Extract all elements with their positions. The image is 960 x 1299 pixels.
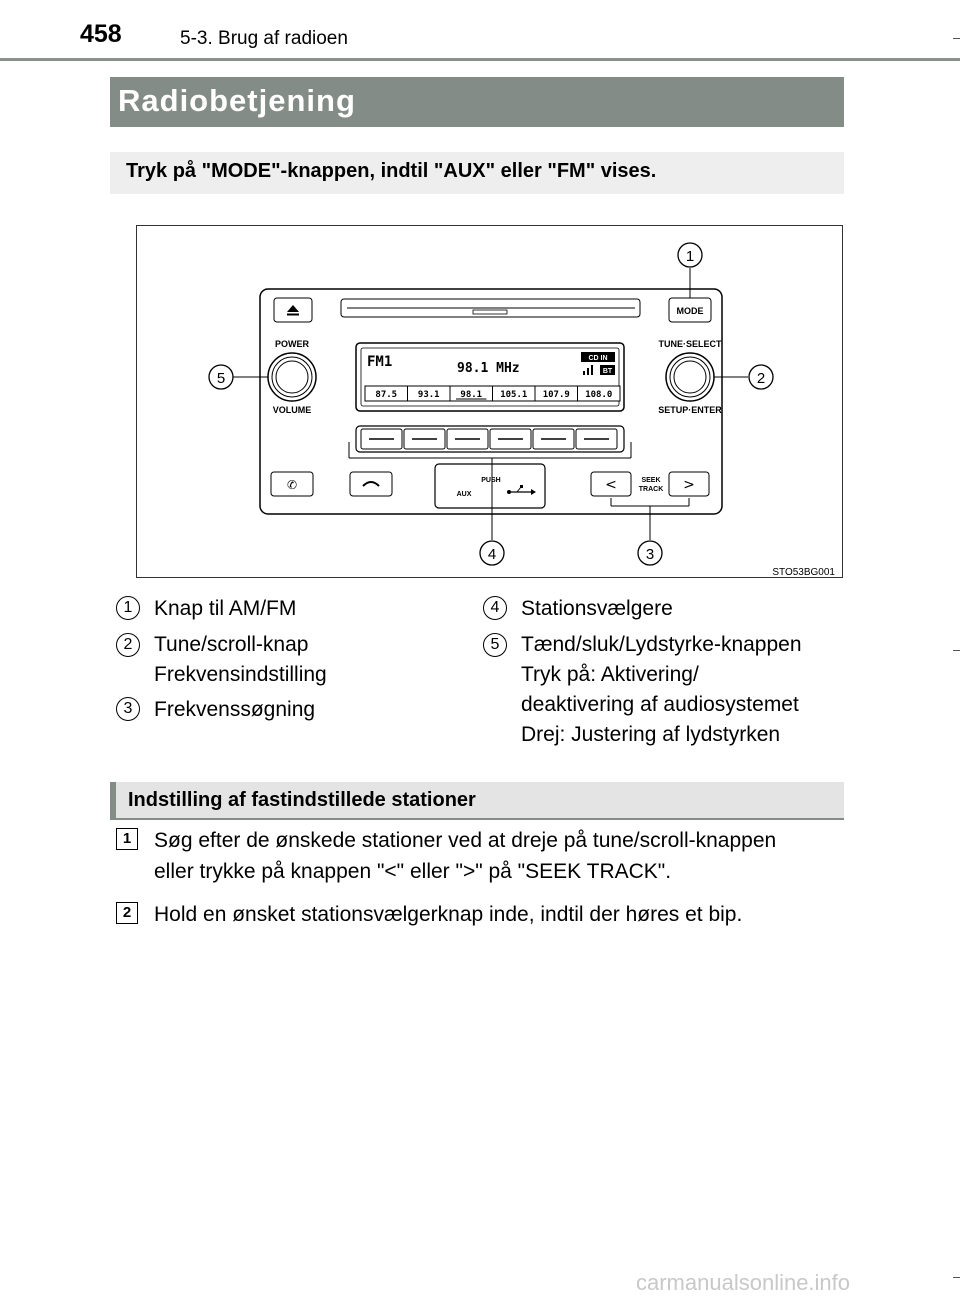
callout-5: 5 xyxy=(208,364,234,390)
preset-frequency: 87.5 xyxy=(375,390,397,400)
callout-2: 2 xyxy=(748,364,774,390)
step-text: Søg efter de ønskede stationer ved at dr… xyxy=(154,829,777,883)
subsection-title: Indstilling af fastindstillede stationer xyxy=(128,789,476,811)
instruction-box: Tryk på "MODE"-knappen, indtil "AUX" ell… xyxy=(110,152,844,194)
subsection-rule xyxy=(110,818,844,820)
volume-label: VOLUME xyxy=(273,405,312,415)
legend-text: Knap til AM/FM xyxy=(154,597,297,620)
step-number: 2 xyxy=(116,902,138,924)
cd-in-indicator xyxy=(581,352,615,362)
legend-text: Tænd/sluk/Lydstyrke-knappen Tryk på: Akt… xyxy=(521,633,802,746)
usb-icon xyxy=(507,485,536,495)
edge-tick xyxy=(953,38,960,39)
presets-row: 87.5 93.1 98.1 105.1 107.9 108.0 xyxy=(364,385,621,402)
section-title-bar: Radiobetjening xyxy=(110,77,844,127)
legend-text: Frekvenssøgning xyxy=(154,698,316,721)
svg-text:4: 4 xyxy=(488,546,496,563)
preset-frequency: 93.1 xyxy=(418,390,440,400)
legend-text: Stationsvælgere xyxy=(521,597,673,620)
step-text: Hold en ønsket stationsvælgerknap inde, … xyxy=(154,903,743,926)
push-label: PUSH xyxy=(481,477,500,484)
seek-label: SEEK xyxy=(641,477,660,484)
bt-label: BT xyxy=(603,368,613,375)
phone-icon: ✆ xyxy=(287,478,297,492)
svg-text:3: 3 xyxy=(646,546,654,563)
legend-num: 3 xyxy=(116,697,140,721)
svg-text:1: 1 xyxy=(686,248,694,265)
legend-num: 1 xyxy=(116,596,140,620)
track-label: TRACK xyxy=(639,486,664,493)
preset-frequency: 98.1 xyxy=(460,390,482,400)
aux-label: AUX xyxy=(457,491,472,498)
seek-forward-button xyxy=(668,471,710,497)
legend-num: 2 xyxy=(116,633,140,657)
preset-frequency: 108.0 xyxy=(585,390,612,400)
phone-button xyxy=(270,471,314,497)
figure-code: STO53BG001 xyxy=(772,567,835,578)
preset-cell xyxy=(577,385,621,402)
chevron-left-icon: < xyxy=(605,477,617,493)
edge-tick xyxy=(953,1277,960,1278)
aux-usb-port xyxy=(434,463,546,509)
svg-text:2: 2 xyxy=(757,370,765,387)
setup-enter-label: SETUP·ENTER xyxy=(658,405,722,415)
bt-indicator xyxy=(600,365,615,375)
callout-1: 1 xyxy=(677,242,703,268)
callout-4: 4 xyxy=(479,540,505,566)
seek-back-button xyxy=(590,471,632,497)
watermark: carmanualsonline.info xyxy=(636,1270,851,1295)
display-band: FM1 xyxy=(367,354,392,370)
svg-text:5: 5 xyxy=(217,370,225,387)
edge-tick xyxy=(953,650,960,651)
mode-label: MODE xyxy=(677,306,704,316)
page-number: 458 xyxy=(80,20,122,48)
instruction-text: Tryk på "MODE"-knappen, indtil "AUX" ell… xyxy=(126,160,657,182)
callout-3: 3 xyxy=(637,540,663,566)
eject-icon xyxy=(287,305,299,312)
header-rule xyxy=(0,58,960,61)
radio-illustration: MODE POWER VOLUME TUNE·SELECT SETUP·ENTE… xyxy=(208,242,835,578)
legend-num: 5 xyxy=(483,633,507,657)
hang-up-button xyxy=(349,471,393,497)
hang-up-icon xyxy=(362,481,380,487)
chapter-title: 5-3. Brug af radioen xyxy=(180,28,348,49)
step-number: 1 xyxy=(116,828,138,850)
preset-frequency: 107.9 xyxy=(543,390,570,400)
chevron-right-icon: > xyxy=(683,477,695,493)
preset-frequency: 105.1 xyxy=(500,390,527,400)
power-label: POWER xyxy=(275,339,310,349)
subsection-title-bar: Indstilling af fastindstillede stationer xyxy=(110,782,844,818)
tune-select-label: TUNE·SELECT xyxy=(659,339,723,349)
cd-in-label: CD IN xyxy=(588,355,607,362)
legend-num: 4 xyxy=(483,596,507,620)
section-title: Radiobetjening xyxy=(118,83,356,118)
signal-icon xyxy=(583,365,593,375)
radio-figure: MODE POWER VOLUME TUNE·SELECT SETUP·ENTE… xyxy=(136,225,843,578)
display-frequency: 98.1 MHz xyxy=(457,361,520,376)
